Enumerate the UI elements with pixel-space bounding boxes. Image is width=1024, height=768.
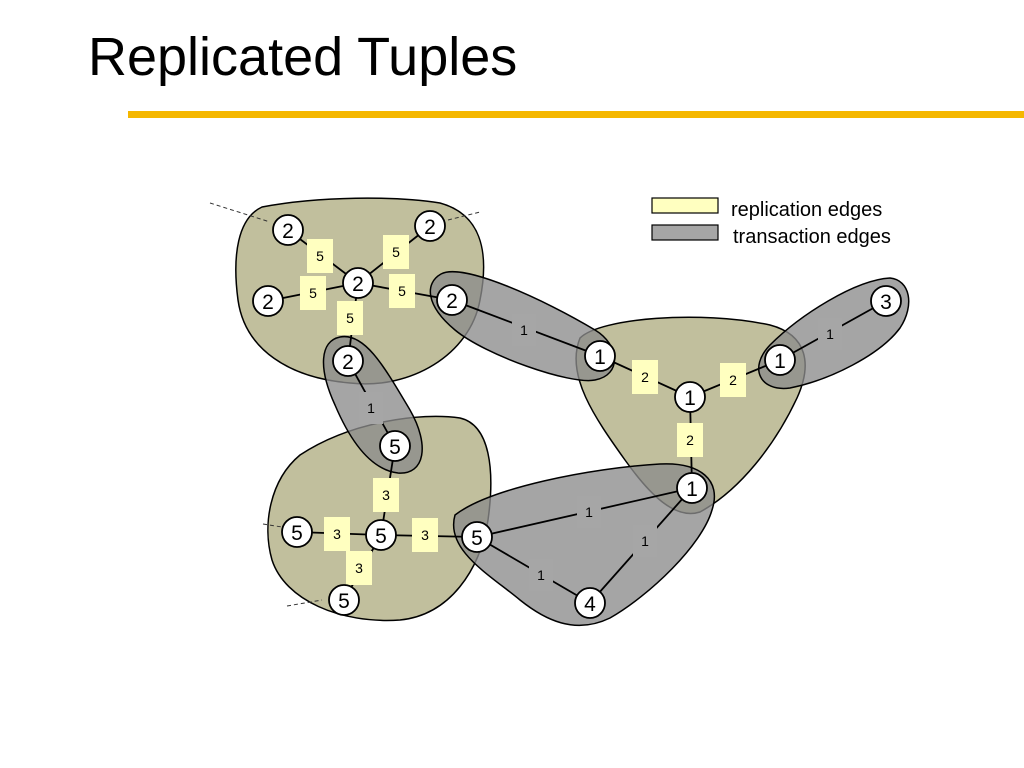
legend-label-replication: replication edges [731, 199, 882, 221]
tuple-node-label: 2 [424, 216, 436, 239]
replication-weight-box [324, 517, 350, 551]
edge-weight-label: 3 [355, 560, 363, 576]
tuple-node-label: 2 [262, 291, 274, 314]
tuple-node-label: 4 [584, 593, 596, 616]
replica-group-bottom-left [267, 415, 492, 622]
tuple-node [281, 516, 313, 548]
tuple-node [342, 267, 374, 299]
replication-weight-box [307, 239, 333, 273]
replication-weight-box [720, 363, 746, 397]
tuple-node-label: 1 [774, 350, 786, 373]
tuple-node-label: 1 [686, 478, 698, 501]
edge-weight-label: 1 [537, 567, 545, 583]
tuple-node-label: 3 [880, 291, 892, 314]
edge-weight-label: 2 [729, 372, 737, 388]
tuple-node [252, 285, 284, 317]
tuple-node [365, 519, 397, 551]
edge-weight-label: 1 [826, 326, 834, 342]
replication-weight-box [300, 276, 326, 310]
tuple-node [584, 340, 616, 372]
edge-weight-label: 3 [421, 527, 429, 543]
slide-title: Replicated Tuples [88, 27, 518, 87]
edge-weight-label: 3 [382, 487, 390, 503]
external-edge-stub-3 [262, 523, 283, 528]
tuple-node-label: 2 [282, 220, 294, 243]
replication-weight-box [677, 423, 703, 457]
tuple-node-label: 5 [375, 525, 387, 548]
edge-weight-label: 5 [392, 244, 400, 260]
legend-swatch-transaction [651, 224, 719, 241]
tuple-node-label: 5 [338, 590, 350, 613]
tuple-node [328, 584, 360, 616]
tuple-node-label: 1 [684, 387, 696, 410]
tuple-node [676, 472, 708, 504]
transaction-weight-box [512, 314, 536, 346]
replication-weight-box [383, 235, 409, 269]
tuple-node [674, 381, 706, 413]
replication-weight-box [373, 478, 399, 512]
tuple-node-label: 2 [446, 290, 458, 313]
replication-weight-box [337, 301, 363, 335]
edge-weight-label: 5 [398, 283, 406, 299]
edge-weight-label: 1 [367, 400, 375, 416]
title-underline [128, 111, 1024, 118]
tuple-node [870, 285, 902, 317]
edge-weight-label: 1 [520, 322, 528, 338]
tuple-node [574, 587, 606, 619]
tuple-node-label: 5 [389, 436, 401, 459]
legend-swatch-replication [651, 197, 719, 214]
edge-weight-label: 1 [585, 504, 593, 520]
edge-weight-label: 1 [641, 533, 649, 549]
legend-label-transaction: transaction edges [733, 226, 891, 248]
tuple-node [764, 344, 796, 376]
tuple-node-label: 1 [594, 346, 606, 369]
replication-weight-box [389, 274, 415, 308]
tuple-node [461, 521, 493, 553]
transaction-weight-box [633, 525, 657, 557]
external-edge-stub-2 [447, 211, 481, 221]
legend: replication edges transaction edges [651, 197, 891, 248]
tuple-node [414, 210, 446, 242]
replication-weight-box [412, 518, 438, 552]
edge-weight-labels: 5 5 5 5 5 1 1 2 2 2 1 3 3 3 3 1 1 1 [300, 235, 842, 591]
edge-weight-label: 5 [316, 248, 324, 264]
edge-weight-label: 5 [309, 285, 317, 301]
external-edge-stubs [209, 202, 481, 607]
transaction-group-5-1-4 [452, 463, 716, 627]
replication-weight-box [632, 360, 658, 394]
transaction-weight-box [818, 318, 842, 350]
tuple-node-label: 2 [352, 273, 364, 296]
tuple-node [379, 430, 411, 462]
external-edge-stub-4 [286, 599, 323, 607]
transaction-weight-box [359, 392, 383, 424]
tuple-node [332, 345, 364, 377]
edge-weight-label: 2 [641, 369, 649, 385]
tuple-node [436, 284, 468, 316]
transaction-weight-box [529, 559, 553, 591]
transaction-weight-box [577, 496, 601, 528]
replication-weight-box [346, 551, 372, 585]
tuple-node-label: 5 [471, 527, 483, 550]
external-edge-stub-1 [209, 202, 271, 223]
tuple-node-label: 2 [342, 351, 354, 374]
tuple-node-label: 5 [291, 522, 303, 545]
partition-groups [235, 197, 910, 627]
tuple-node [272, 214, 304, 246]
edge-weight-label: 5 [346, 310, 354, 326]
edge-weight-label: 2 [686, 432, 694, 448]
edge-weight-label: 3 [333, 526, 341, 542]
